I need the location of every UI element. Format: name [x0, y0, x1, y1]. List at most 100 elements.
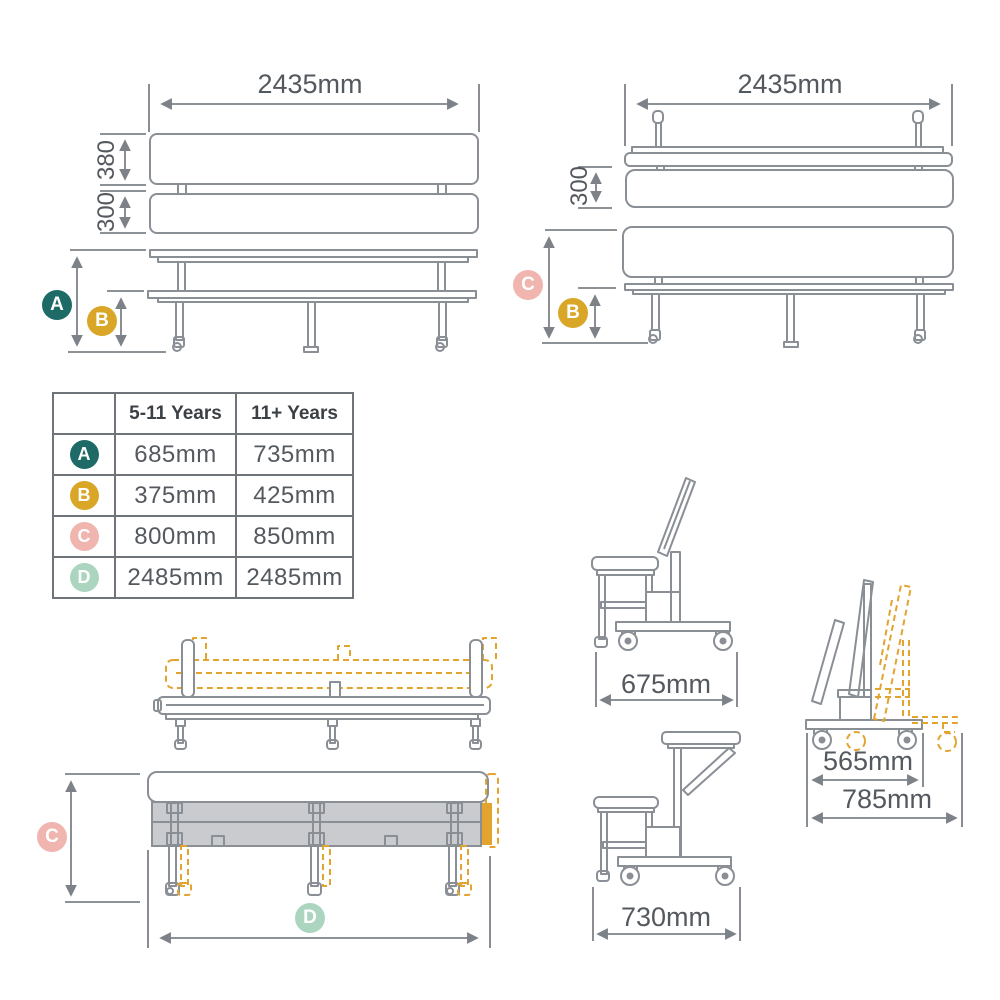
row-C-value-5-11: 800mm — [114, 515, 237, 558]
leg-foot — [595, 637, 607, 647]
leg-foot — [597, 871, 609, 881]
table-row-D: D 2485mm 2485mm — [52, 556, 354, 599]
leg-foot — [446, 883, 459, 895]
bench-leg — [308, 302, 315, 347]
trolley-base — [618, 857, 731, 866]
bench-leg — [917, 294, 924, 330]
tilt-dashed-crossbars — [875, 689, 910, 697]
header-empty — [52, 392, 116, 435]
width-extension-lines — [807, 733, 962, 827]
bench-leg — [787, 294, 794, 342]
peg-cap — [913, 111, 923, 123]
folded-top-lip — [668, 744, 734, 748]
row-B-value-5-11: 375mm — [114, 474, 237, 517]
table-width-label: 2435mm — [737, 69, 843, 99]
stack-end-tab — [154, 700, 161, 711]
panel-bracket — [309, 803, 324, 813]
row-D-value-5-11: 2485mm — [114, 556, 237, 599]
trolley-base — [616, 622, 730, 631]
board-connector — [916, 277, 923, 284]
badge-D: D — [69, 563, 99, 592]
badge-B: B — [558, 298, 588, 328]
row-B-value-11-plus: 425mm — [235, 474, 354, 517]
crossbar — [601, 602, 651, 608]
caster-hub — [903, 736, 911, 744]
length-extension-lines — [148, 850, 490, 948]
panel-bracket — [167, 803, 182, 813]
leg-castor — [167, 888, 173, 894]
badge-C: C — [69, 522, 99, 551]
diagram-bench-front — [68, 84, 479, 352]
caster-dashed — [938, 733, 956, 751]
trolley-folded-width-label: 730mm — [620, 902, 712, 932]
row-D-badge-cell: D — [52, 556, 116, 599]
row-A-value-5-11: 685mm — [114, 433, 237, 476]
bench-board-height-label: 300 — [566, 165, 593, 207]
folded-leg-dashed-hooks — [193, 638, 496, 660]
diagram-table-bench-front — [542, 84, 953, 347]
size-table: 5-11 Years 11+ Years A 685mm 735mm B 375… — [52, 392, 354, 599]
locking-peg — [916, 121, 921, 147]
table-top-board — [625, 153, 952, 166]
bench-leg — [652, 294, 659, 330]
backrest-edge-line — [664, 481, 690, 549]
row-C-value-11-plus: 850mm — [235, 515, 354, 558]
board-height-ticks — [578, 167, 612, 208]
seat-side — [592, 557, 658, 570]
diagram-trolley-folded — [593, 732, 740, 941]
caster-hub — [624, 637, 632, 645]
trolley-step — [646, 592, 680, 622]
table-row-C: C 800mm 850mm — [52, 515, 354, 558]
leg-dashed — [461, 846, 468, 886]
tilt-outer-width-label: 785mm — [841, 784, 933, 814]
leg-foot — [784, 342, 798, 347]
panel-end-dashed — [486, 774, 498, 847]
tilt-position-dashed-board — [874, 585, 911, 721]
short-leg — [178, 726, 183, 743]
short-leg — [473, 726, 478, 743]
leg-mount — [471, 719, 480, 726]
badge-A: A — [42, 290, 72, 320]
leg-foot — [470, 740, 481, 749]
leg-dashed — [181, 846, 188, 886]
diagonal-brace — [683, 748, 735, 795]
leg-foot — [327, 740, 338, 749]
bench-lower-board — [148, 291, 476, 298]
board-connector — [178, 184, 186, 194]
bench-board — [626, 170, 953, 207]
panel-tab — [385, 836, 397, 846]
height-ticks — [542, 230, 648, 343]
header-11-plus-years: 11+ Years — [235, 392, 354, 435]
board-height-ticks — [100, 134, 146, 233]
seat-post — [178, 262, 185, 291]
leg-foot — [304, 347, 318, 352]
tilt-inner-width-label: 565mm — [822, 746, 914, 776]
short-leg — [330, 726, 335, 743]
leg-castor — [173, 343, 181, 351]
leg-castor — [447, 888, 453, 894]
bench-leg — [176, 302, 183, 340]
badge-D: D — [295, 903, 325, 933]
seat-post — [438, 262, 445, 291]
leg-mount — [176, 719, 185, 726]
diagram-trolley-upright — [592, 478, 737, 707]
row-B-badge-cell: B — [52, 474, 116, 517]
leg-foot — [308, 883, 321, 895]
caster-hub — [721, 872, 729, 880]
bench-leg — [449, 846, 456, 886]
folded-leg-hook — [470, 640, 482, 697]
leg-dashed — [323, 846, 330, 886]
badge-A: A — [69, 440, 99, 469]
caster-hub — [818, 736, 826, 744]
badge-B: B — [87, 306, 117, 336]
size-table-header-row: 5-11 Years 11+ Years — [52, 392, 354, 435]
leg-foot — [437, 337, 447, 347]
leg-foot — [175, 740, 186, 749]
tilt-dashed-post — [903, 640, 909, 718]
width-extension-lines — [593, 887, 740, 941]
tilt-dashed-edge — [880, 600, 892, 665]
width-extension-lines — [149, 84, 479, 132]
folded-leg-stub — [330, 682, 340, 697]
bench-top-board — [148, 772, 488, 802]
